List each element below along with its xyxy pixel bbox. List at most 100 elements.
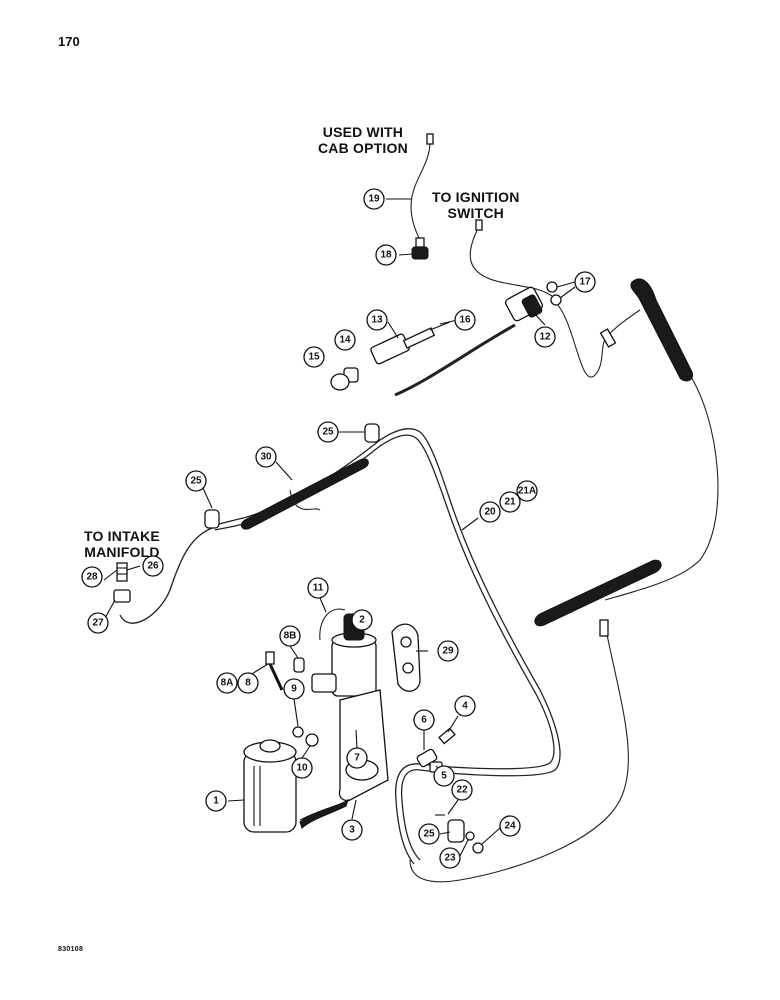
label-line: USED WITH	[322, 124, 404, 140]
label-used-with-cab-option: USED WITH CAB OPTION	[318, 124, 408, 156]
callout: 20	[479, 501, 501, 523]
cab-option-wire	[410, 141, 431, 241]
label-line: MANIFOLD	[84, 544, 160, 560]
callout-label: 25	[322, 427, 334, 438]
callout: 25	[418, 823, 440, 845]
heater-lead-upper	[554, 301, 641, 378]
callout-label: 7	[354, 753, 360, 764]
part-29-gasket	[391, 623, 421, 692]
callout-label: 17	[579, 277, 591, 288]
fuel-tube-20-inner	[214, 434, 555, 865]
part-25-clip	[447, 819, 465, 843]
callout-label: 8	[245, 678, 251, 689]
callout: 27	[87, 612, 109, 634]
callout: 9	[283, 678, 305, 700]
callout: 21	[499, 491, 521, 513]
callout: 22	[451, 779, 473, 801]
label-to-ignition-switch: TO IGNITION SWITCH	[432, 189, 520, 221]
callout-label: 30	[260, 452, 272, 463]
callout: 17	[574, 271, 596, 293]
callout-label: 16	[459, 315, 471, 326]
callout-label: 19	[368, 194, 380, 205]
callout-label: 20	[484, 507, 496, 518]
part-4-elbow	[438, 727, 456, 745]
lower-heater-terminal	[599, 619, 609, 637]
part-23-washer	[465, 831, 475, 841]
callout-label: 23	[444, 853, 456, 864]
part-30-sleeve	[240, 458, 369, 530]
fuel-tube-20	[214, 428, 561, 861]
callout-label: 27	[92, 618, 104, 629]
callout: 24	[499, 815, 521, 837]
lower-heater-wire	[409, 624, 629, 883]
part-10-nut	[305, 733, 319, 747]
part-2-solenoid	[311, 613, 377, 697]
callout: 21A	[516, 480, 538, 502]
part-1-canister	[243, 739, 297, 833]
part-15-boot	[330, 373, 350, 391]
gasket-hole	[402, 662, 414, 674]
callout-label: 25	[190, 476, 202, 487]
callout-label: 24	[504, 821, 516, 832]
part-8-bolt	[265, 651, 284, 691]
heater-element-upper	[630, 278, 694, 382]
callout-label: 15	[308, 352, 320, 363]
wire-11	[319, 608, 346, 641]
callout: 25	[185, 470, 207, 492]
label-line: SWITCH	[447, 205, 504, 221]
part-8b-spacer	[293, 657, 305, 673]
callout-label: 18	[380, 250, 392, 261]
callout: 29	[437, 640, 459, 662]
callout: 7	[346, 747, 368, 769]
canister-shadow	[299, 798, 349, 829]
part-19-terminal	[426, 133, 434, 145]
callout: 25	[317, 421, 339, 443]
callout-label: 10	[296, 763, 308, 774]
callout: 23	[439, 847, 461, 869]
callout-label: 2	[359, 615, 365, 626]
part-25-clip	[364, 423, 380, 443]
heater-loop-wire	[604, 371, 719, 601]
part-17-screw	[546, 281, 558, 293]
callout: 6	[413, 709, 435, 731]
callout-label: 12	[539, 332, 551, 343]
callout: 8A	[216, 672, 238, 694]
callout-label: 11	[313, 583, 324, 594]
callout-label: 13	[371, 315, 383, 326]
label-to-intake-manifold: TO INTAKE MANIFOLD	[84, 528, 160, 560]
callout: 19	[363, 188, 385, 210]
part-17-screw	[550, 294, 562, 306]
callout: 12	[534, 326, 556, 348]
callout-label: 8A	[221, 678, 234, 689]
figure-code: 830108	[58, 946, 84, 953]
gasket-hole	[400, 636, 412, 648]
callout: 14	[334, 329, 356, 351]
callout: 26	[142, 555, 164, 577]
callout-label: 25	[423, 829, 435, 840]
callout-label: 14	[339, 335, 351, 346]
callout-label: 6	[421, 715, 427, 726]
upper-heater-terminal	[599, 328, 617, 348]
part-13-switch	[370, 327, 436, 365]
ignition-wire	[469, 227, 553, 297]
callout: 28	[81, 566, 103, 588]
callout-label: 4	[462, 701, 468, 712]
ignition-terminal	[475, 219, 483, 231]
page-number: 170	[58, 34, 80, 49]
callout: 3	[341, 819, 363, 841]
callout: 30	[255, 446, 277, 468]
callout-label: 21A	[518, 486, 536, 497]
callout-label: 21	[504, 497, 516, 508]
part-26-fitting	[116, 562, 128, 582]
callout: 4	[454, 695, 476, 717]
callout: 11	[307, 577, 329, 599]
callout: 16	[454, 309, 476, 331]
callout-label: 5	[441, 771, 447, 782]
part-9-washer	[292, 726, 304, 738]
callout-label: 22	[456, 785, 468, 796]
callout: 15	[303, 346, 325, 368]
intake-tube	[119, 526, 216, 624]
part-24-nut	[472, 842, 484, 854]
part-3-bracket	[338, 689, 389, 802]
